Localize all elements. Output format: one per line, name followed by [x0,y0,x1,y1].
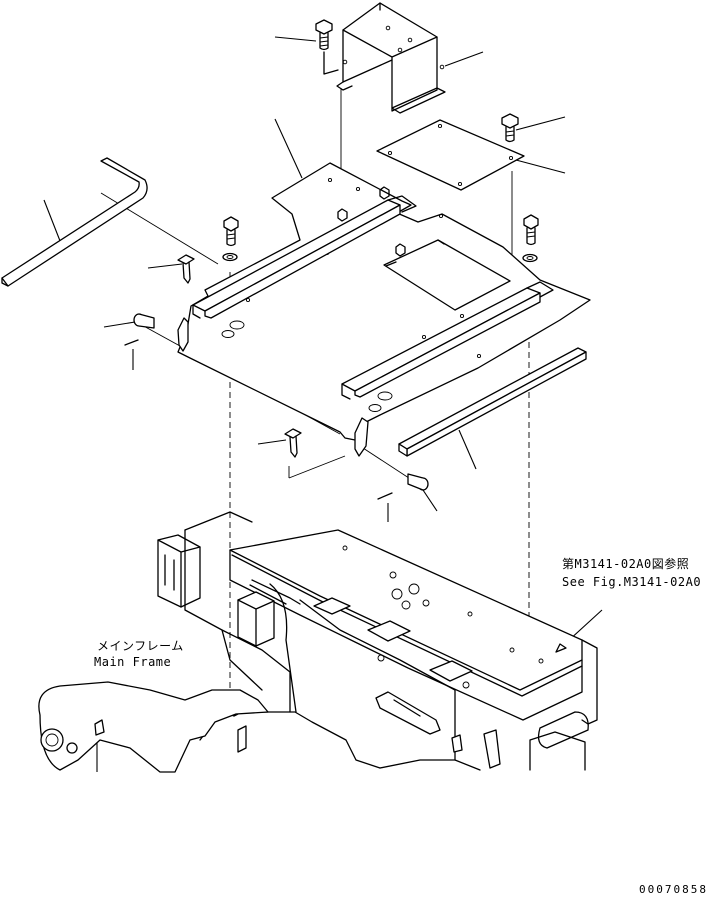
floor-channels [192,195,554,400]
main-frame-label-en: Main Frame [94,655,172,669]
bolt-left [222,216,239,262]
latch-lower [284,417,369,458]
l-rod [1,157,148,287]
latch-top-left [177,254,195,352]
pin-left [124,313,155,346]
drawing-number: 00070858 [639,883,708,896]
reference-label-jp: 第M3141-02A0図参照 [562,557,690,571]
pin-right [377,473,429,500]
cover-plate [376,119,525,191]
bolt-top-left [315,19,339,75]
top-cover-bracket [336,2,446,114]
refer-arrow [555,643,567,653]
bolt-right [522,214,539,263]
floor-plate [177,162,591,441]
main-frame-arm [38,681,269,773]
square-bar [398,347,587,457]
main-frame-label-jp: メインフレーム [97,639,184,653]
main-frame [157,511,598,771]
reference-label-en: See Fig.M3141-02A0 [562,575,702,589]
bolt-top-right [501,113,519,143]
